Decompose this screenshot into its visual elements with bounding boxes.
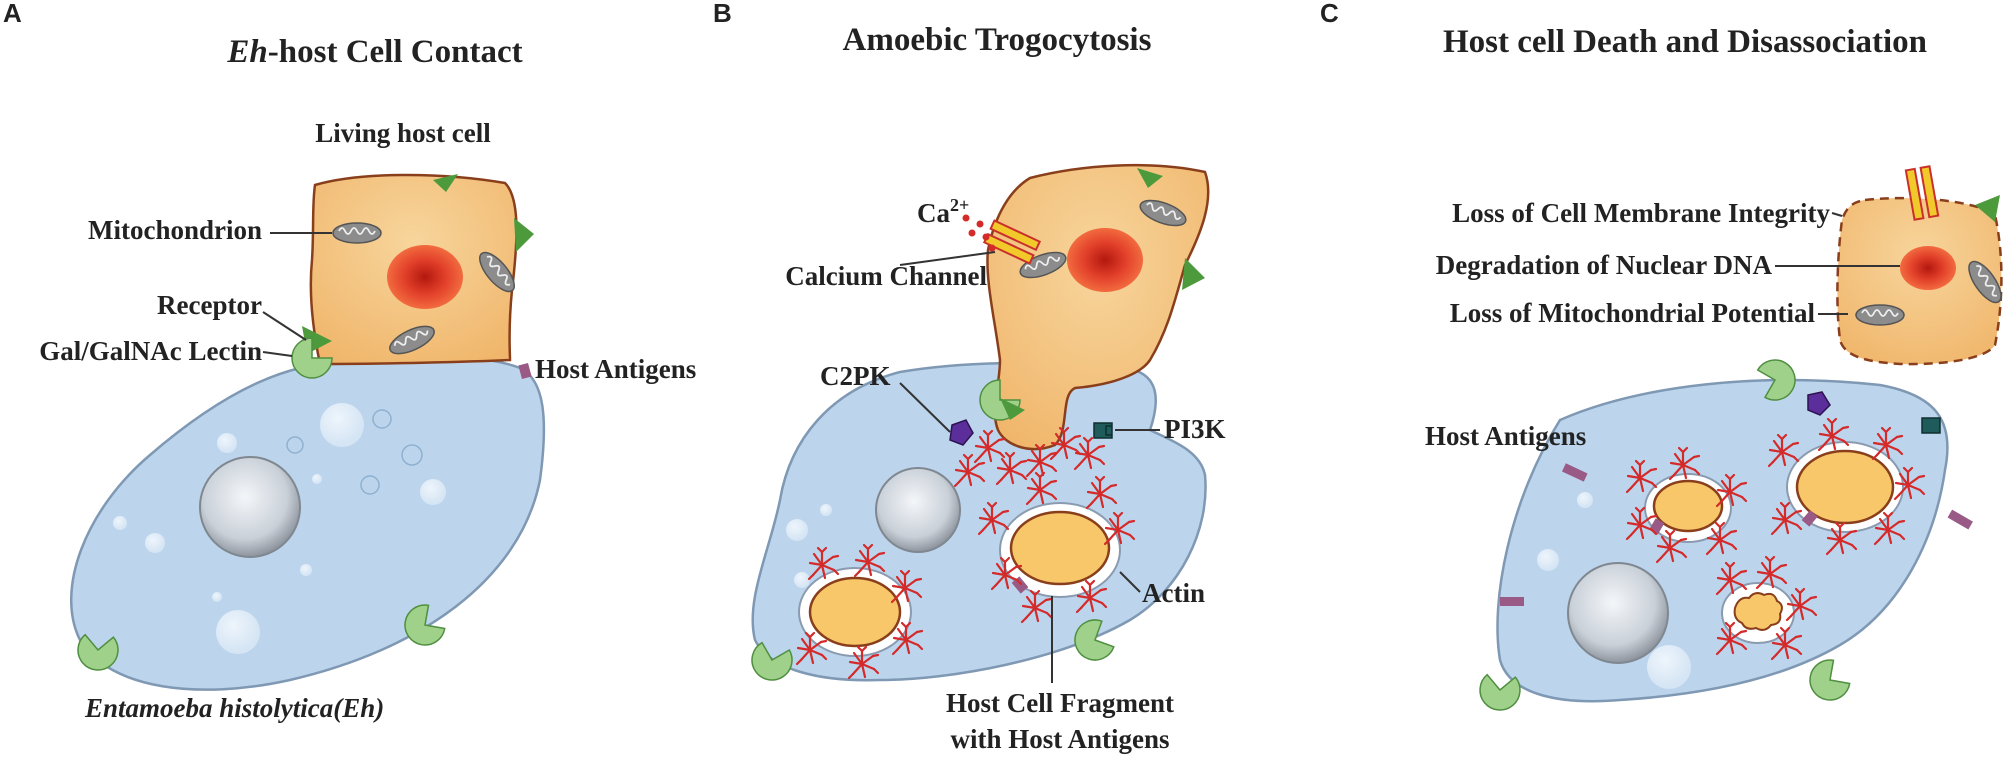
lectin-icon [1806,656,1854,704]
host-nucleus [1900,246,1956,290]
host-fragment [1625,446,1748,564]
panel-c-title: Host cell Death and Disassociation [1443,24,1927,60]
panel-a-title: Eh-host Cell Contact [226,34,522,70]
host-nucleus [387,245,463,309]
host-antigen-icon [518,362,532,380]
amoeba-nucleus [199,456,301,558]
label-membrane-integrity: Loss of Cell Membrane Integrity [1452,198,1830,228]
host-antigen-icon [1562,463,1588,482]
receptor-icon [1182,258,1205,290]
label-fragment-line1: Host Cell Fragment [946,688,1174,718]
host-cell [986,163,1210,451]
panel-a: A Eh-host Cell Contact [3,0,696,723]
panel-b-letter: B [713,0,732,28]
degraded-fragment [1715,555,1818,661]
receptor-icon [1975,195,2000,222]
panel-b-title: Amoebic Trogocytosis [843,22,1152,58]
host-nucleus [1067,228,1143,292]
label-mitochondrial-potential: Loss of Mitochondrial Potential [1450,298,1816,328]
mitochondrion-icon [332,222,382,244]
panel-c: C Host cell Death and Disassociation [1320,0,2008,719]
label-mitochondrion: Mitochondrion [88,215,262,245]
amoeba-vesicles [113,403,446,654]
label-nuclear-dna: Degradation of Nuclear DNA [1436,250,1773,280]
receptor-icon [1137,168,1163,188]
amoeba-nucleus [875,467,961,553]
receptor-icon [514,218,534,252]
label-calcium: Ca2+ [917,195,969,228]
label-lectin: Gal/GalNAc Lectin [39,336,262,366]
panel-c-letter: C [1320,0,1339,28]
label-living-host-cell: Living host cell [315,118,491,148]
label-host-antigens-c: Host Antigens [1425,421,1586,451]
calcium-channel-icon [982,219,1042,265]
c2pk-icon [949,419,974,446]
panel-a-letter: A [3,0,22,28]
mitochondrion-icon [1855,304,1905,326]
amoeba-cell [70,354,546,691]
calcium-ions [962,214,996,252]
receptor-icon [1000,398,1025,420]
label-pi3k: PI3K [1164,414,1226,444]
pi3k-icon [1093,422,1113,439]
host-fragment [977,471,1136,624]
host-antigen-icon [1947,509,1973,530]
c2pk-icon [1807,391,1831,416]
label-organism: Entamoeba histolytica(Eh) [84,693,384,723]
label-host-antigens-a: Host Antigens [535,354,696,384]
host-antigen-icon [1500,597,1524,606]
host-fragment [1767,417,1926,556]
amoeba-vesicles [1537,492,1691,689]
label-actin: Actin [1142,578,1205,608]
label-fragment-line2: with Host Antigens [950,724,1169,754]
pi3k-icon [1921,417,1941,434]
label-calcium-channel: Calcium Channel [785,261,987,291]
label-c2pk: C2PK [820,361,891,391]
amoeba-nucleus [1567,562,1669,664]
label-receptor: Receptor [157,290,262,320]
host-fragment [795,543,924,680]
receptor-icon [433,174,458,192]
panel-b: B Amoebic Trogocytosis [713,0,1226,754]
amoeba-small-vesicles [286,409,423,495]
calcium-channel-icon [1904,165,1940,221]
